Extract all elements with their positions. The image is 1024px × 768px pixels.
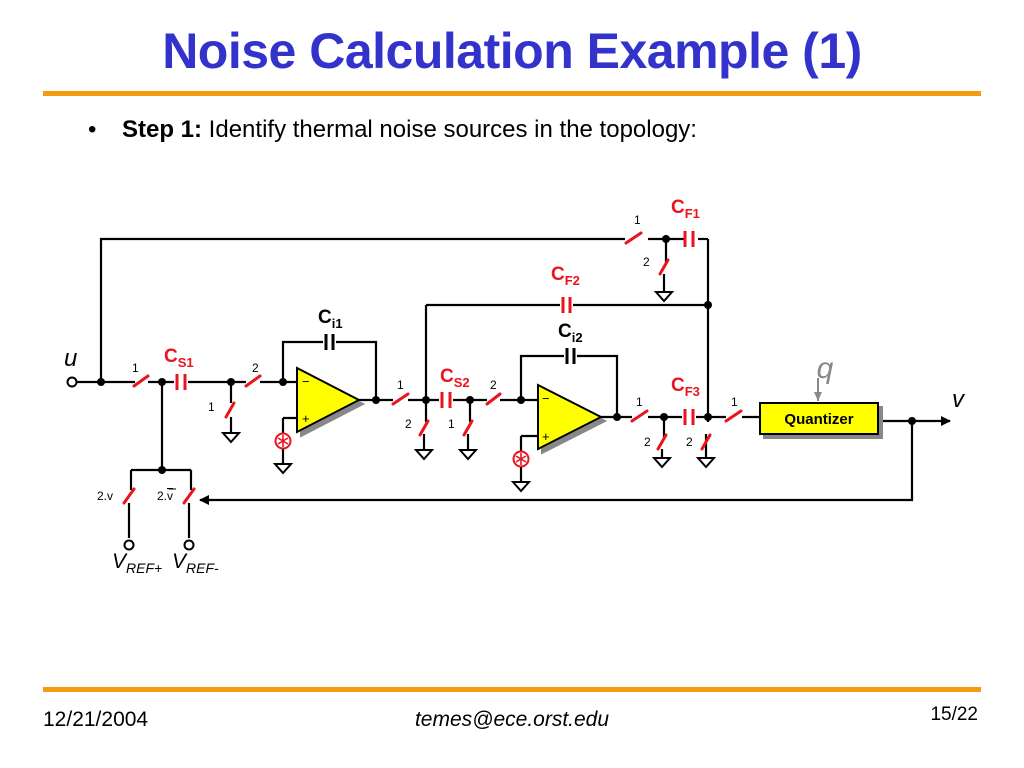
phase-label: 1 [132,361,139,375]
switch-f1-phase1 [624,231,643,245]
vref-plus-label: VREF+ [112,550,162,576]
cap-label-cf1: CF1 [671,197,700,221]
junction-dot [279,378,287,386]
junction-dot [97,378,105,386]
bullet-marker: • [88,116,97,143]
phase-label: 1 [208,400,215,414]
switch-quantizer-phase1 [724,409,743,423]
step-text: Identify thermal noise sources in the to… [202,116,697,143]
junction-dot [158,466,166,474]
junction-dot [422,396,430,404]
quantizer-label: Quantizer [784,411,853,428]
top-rule [43,91,981,96]
junction-dot [158,378,166,386]
ground-icon [695,457,717,469]
cap-label-ci2: Ci2 [558,321,583,345]
grounds [220,291,717,493]
switch-f3-ground-right [700,433,712,451]
phase-label: 1 [731,395,738,409]
ground-icon [457,449,479,461]
junction-dots [97,235,916,474]
phase-label: 1 [636,395,643,409]
opamp-2-minus-sign: − [542,391,550,406]
switch-dac-v [122,487,136,505]
switch-s2-phase2 [485,392,502,406]
switch-s1-phase2 [244,374,262,388]
capacitor-plates-black [324,334,576,364]
ground-icon [272,463,294,475]
ground-icon [651,457,673,469]
ground-icon [413,449,435,461]
switch-f3-phase1 [630,409,649,423]
junction-dot [660,413,668,421]
switch-dac-vbar [182,487,196,505]
wires [77,237,951,538]
vref-minus-terminal [183,539,195,551]
phase-label: 1 [634,213,641,227]
noise-source-icon [512,450,530,468]
junction-dot [704,301,712,309]
phase-label: 2 [252,361,259,375]
junction-dot [662,235,670,243]
step-label: Step 1: [122,116,203,143]
cap-label-cf2: CF2 [551,264,580,288]
cap-label-ci1: Ci1 [318,307,343,331]
ground-icon [510,481,532,493]
cap-label-cs1: CS1 [164,346,194,370]
opamp-2-plus-sign: + [542,429,550,444]
switch-f3-ground-left [656,433,668,451]
switch-s1-ground [224,401,236,419]
slide-title: Noise Calculation Example (1) [162,23,862,79]
vref-minus-label: VREF- [172,550,219,576]
phase-label: 2 [490,378,497,392]
phase-label: 1 [397,378,404,392]
junction-dot [908,417,916,425]
switches [122,231,743,505]
switch-s1-phase1 [132,374,150,388]
phase-label: 2 [643,255,650,269]
switch-s2-ground-left [418,419,430,437]
junction-dot [466,396,474,404]
phase-labels: 1 2 1 1 2 2 1 1 2 1 1 2 2 [132,213,738,449]
junction-dot [517,396,525,404]
phase-label: 1 [448,417,455,431]
opamp-1-plus-sign: + [302,411,310,426]
vref-plus-terminal [123,539,135,551]
quantization-noise-label: q [817,352,834,385]
opamp-2 [537,383,604,451]
noise-source-icon [274,432,292,450]
phase-label: 2 [686,435,693,449]
step-bullet: • Step 1: Identify thermal noise sources … [88,116,697,144]
ground-icon [653,291,675,303]
switch-f1-ground [658,258,670,276]
switch-s2-phase1 [391,392,410,406]
footer-date: 12/21/2004 [43,708,149,731]
opamp-1-minus-sign: − [302,374,310,389]
cap-label-cs2: CS2 [440,366,470,390]
capacitor-plates-red [175,231,695,425]
bottom-rule [43,687,981,692]
footer-email: temes@ece.orst.edu [414,708,610,731]
switch-s2-ground-right [462,419,474,437]
output-label: v [952,386,966,413]
ground-icon [220,432,242,444]
junction-dot [227,378,235,386]
junction-dot [613,413,621,421]
cap-label-cf3: CF3 [671,375,700,399]
input-label: u [64,345,77,372]
quantizer-block [759,402,879,435]
opamp-1 [296,366,362,434]
footer-page-number: 15/22 [930,704,978,725]
dac-label-v: 2.v [97,489,113,503]
phase-label: 2 [405,417,412,431]
input-terminal [66,376,78,388]
phase-label: 2 [644,435,651,449]
junction-dot [372,396,380,404]
dac-label-vbar: 2.v [157,489,173,503]
junction-dot [704,413,712,421]
